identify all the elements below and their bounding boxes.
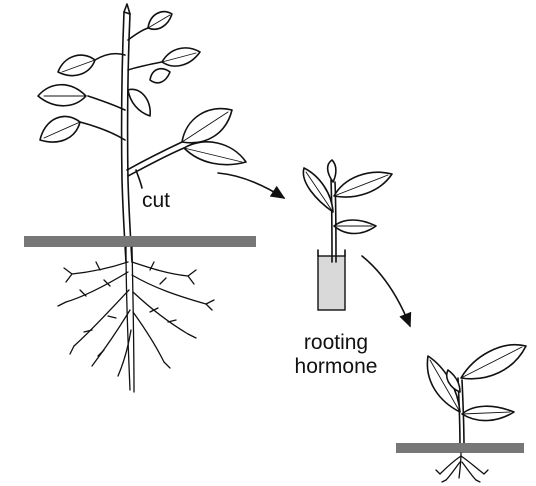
parent-plant — [38, 4, 246, 262]
rooting-hormone-label: rooting hormone — [286, 331, 386, 379]
ground-line-rooted — [396, 443, 524, 453]
cut-label: cut — [142, 189, 170, 213]
arrow-to-rooted — [362, 256, 410, 326]
parent-stem — [122, 12, 126, 262]
ground-line-parent — [24, 236, 256, 247]
cut-pointer — [136, 170, 142, 188]
arrow-to-cutting — [218, 173, 284, 198]
cutting-leaf — [328, 160, 336, 182]
cutting-in-hormone — [303, 160, 392, 310]
parent-roots — [58, 247, 214, 392]
cut-branch — [127, 142, 182, 170]
rooted-plant — [427, 345, 526, 448]
parent-leaf — [40, 116, 80, 142]
cutting-leaf — [334, 220, 376, 234]
parent-leaf — [184, 142, 246, 165]
rooted-roots — [436, 453, 488, 482]
hormone-tube — [318, 256, 345, 310]
parent-leaf — [128, 89, 150, 116]
parent-leaf — [38, 85, 86, 106]
rooting-label-line1: rooting — [286, 331, 386, 355]
cutting-stem — [331, 180, 332, 262]
rooting-label-line2: hormone — [286, 355, 386, 379]
parent-leaf — [150, 69, 170, 83]
parent-leaf — [58, 55, 95, 75]
